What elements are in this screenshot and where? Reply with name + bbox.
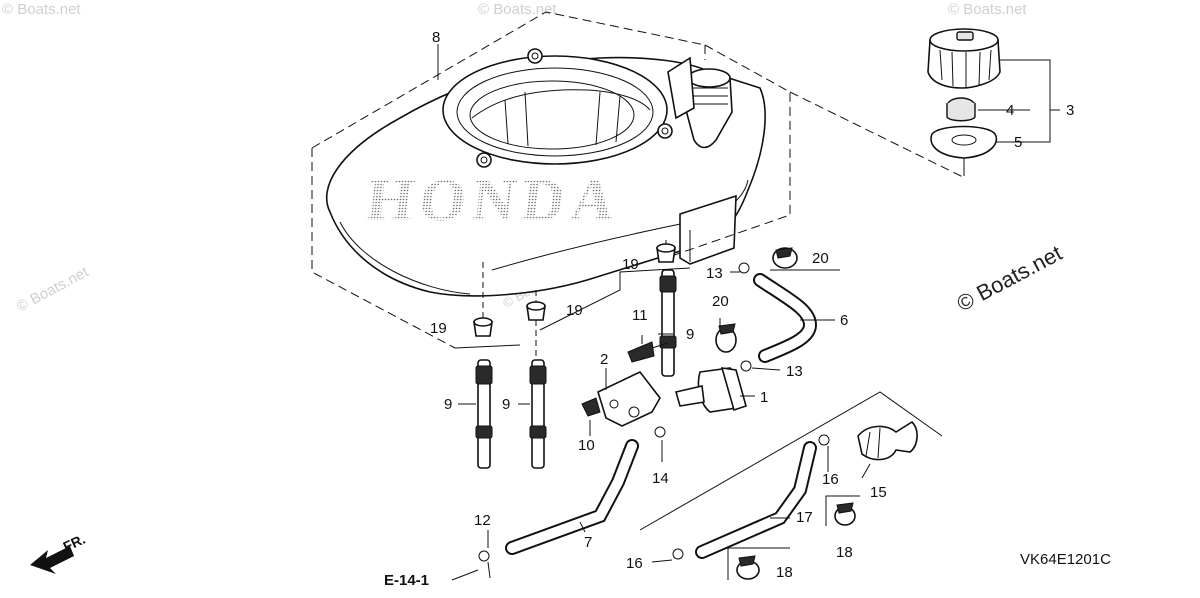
watermark-top-center: © Boats.net [478,1,557,18]
honda-logo-text: HONDA [363,167,623,234]
callout-16-bottom: 16 [626,555,643,572]
callout-9-right: 9 [686,326,694,343]
callout-14: 14 [652,470,669,487]
callout-12: 12 [474,512,491,529]
fuel-strainer [857,420,918,461]
stud-left [475,359,493,469]
callout-18-right: 18 [836,544,853,561]
callout-19-middle: 19 [566,302,583,319]
callout-8: 8 [432,29,440,46]
clips [478,247,856,580]
callout-9-middle: 9 [502,396,510,413]
callout-labels: 1 2 3 4 5 6 7 8 9 9 9 10 11 12 13 13 14 … [430,29,1074,581]
front-label: FR. [61,531,88,555]
callout-6: 6 [840,312,848,329]
hoses [505,273,818,559]
callout-17: 17 [796,509,813,526]
stud-right [659,269,677,377]
callout-10: 10 [578,437,595,454]
callout-5: 5 [1014,134,1022,151]
watermark-top-left: © Boats.net [2,1,81,18]
watermark-top-right: © Boats.net [948,1,1027,18]
callout-20-top: 20 [812,250,829,267]
callout-18-bottom: 18 [776,564,793,581]
diagram-code: VK64E1201C [1020,551,1111,568]
grommets [473,243,676,337]
leaders [437,44,871,563]
ref-label: E-14-1 [384,572,429,589]
callout-9-left: 9 [444,396,452,413]
callout-19-right: 19 [622,256,639,273]
callout-20-middle: 20 [712,293,729,310]
callout-1: 1 [760,389,768,406]
callout-11: 11 [632,307,648,324]
callout-19-left: 19 [430,320,447,337]
callout-15: 15 [870,484,887,501]
callout-16-right: 16 [822,471,839,488]
fuel-tank: HONDA [325,48,766,297]
copyright-text: © Boats.net [953,240,1067,316]
watermark-left: © Boats.net [14,263,92,315]
reference-marks: E-14-1 FR. VK64E1201C © Boats.net [30,240,1111,589]
studs [475,269,677,469]
callout-4: 4 [1006,102,1014,119]
front-arrow-icon: FR. [30,531,88,574]
callout-13-top: 13 [706,265,723,282]
stud-middle [529,359,547,469]
callout-3: 3 [1066,102,1074,119]
callout-7: 7 [584,534,592,551]
filler-cap-assembly [927,28,1060,176]
lower-panel-lines [487,391,943,580]
honda-logo: HONDA [363,167,623,234]
fuel-valve-assembly [581,341,747,427]
callout-2: 2 [600,351,608,368]
callout-13-bottom: 13 [786,363,803,380]
